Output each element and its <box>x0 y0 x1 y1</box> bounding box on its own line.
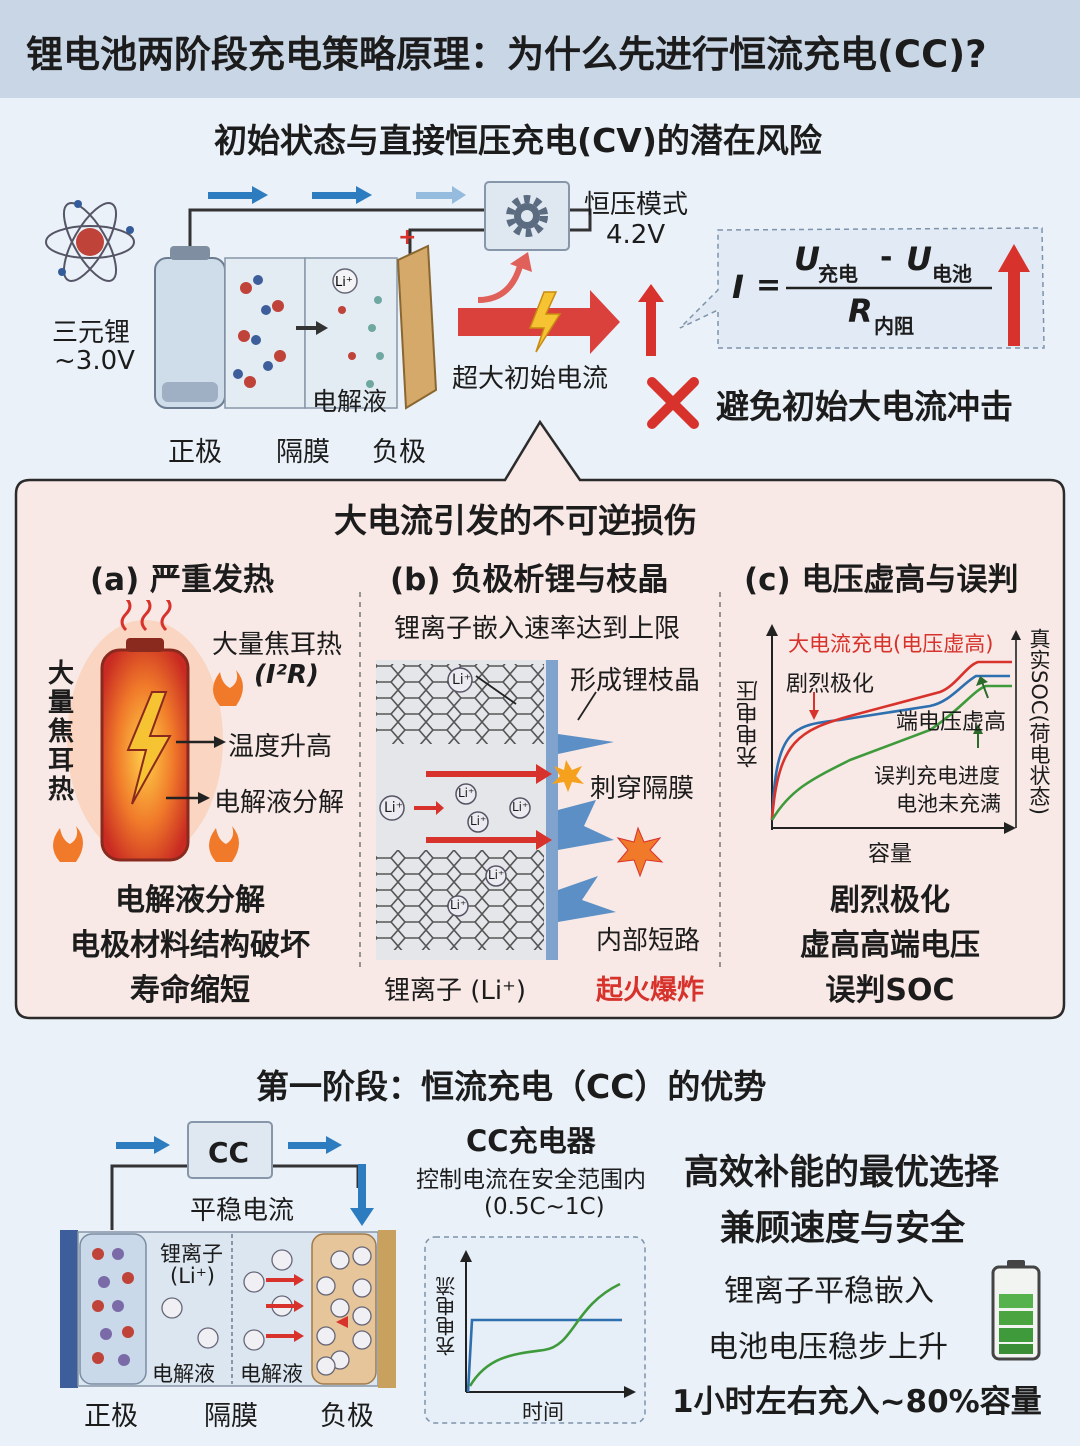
s2-negative-label: 负极 <box>320 1401 374 1432</box>
point-1: 锂离子平稳嵌入 <box>724 1274 934 1309</box>
s2-li-label: 锂离子 <box>160 1242 223 1266</box>
point-2: 电池电压稳步上升 <box>708 1330 948 1365</box>
chart-c-ylabel: 充电电压 <box>737 680 762 768</box>
best-choice-1: 高效补能的最优选择 <box>684 1153 1000 1193</box>
s2-electrolyte-right: 电解液 <box>240 1362 303 1386</box>
vertical-heat-label: 大 量 焦 耳 热 <box>47 659 74 805</box>
misjudge-1: 误判充电进度 <box>874 764 1000 788</box>
dendrite-label: 形成锂枝晶 <box>570 666 701 696</box>
short-label: 内部短路 <box>596 926 701 956</box>
graph-ylabel: 充电电流 <box>435 1276 459 1356</box>
b-ion-7: Li⁺ <box>450 898 467 912</box>
panel-b-title: (b) 负极析锂与枝晶 <box>390 562 669 598</box>
b-ion-2: Li⁺ <box>384 800 404 816</box>
cell-voltage-label: ~3.0V <box>54 346 135 376</box>
formula-r: R <box>848 292 873 330</box>
positive-label: 正极 <box>168 437 222 468</box>
b-ion-4: Li⁺ <box>512 800 529 814</box>
panel-a-graphic <box>53 600 243 862</box>
section2-illustration <box>60 1121 396 1388</box>
cc-current-graph <box>424 1236 646 1424</box>
panel-c-chart <box>766 624 1021 834</box>
panel-a-title: (a) 严重发热 <box>90 562 275 598</box>
polar-label: 剧烈极化 <box>786 672 875 697</box>
b-ion-5: Li⁺ <box>470 814 487 828</box>
joule-heat-label: 大量焦耳热 <box>212 630 343 660</box>
li-ion-caption: 锂离子 (Li⁺) <box>384 976 526 1006</box>
misjudge-2: 电池未充满 <box>896 792 1001 816</box>
graph-xlabel: 时间 <box>522 1400 564 1424</box>
best-choice-2: 兼顾速度与安全 <box>720 1209 966 1249</box>
s2-separator-label: 隔膜 <box>204 1401 258 1432</box>
steady-current-label: 平稳电流 <box>190 1196 295 1226</box>
atom-icon <box>45 200 135 282</box>
formula-minus: - <box>880 240 893 275</box>
point-3: 1小时左右充入~80%容量 <box>672 1384 1042 1420</box>
b-ion-3: Li⁺ <box>458 786 475 800</box>
s2-electrolyte-left: 电解液 <box>152 1362 215 1386</box>
s2-li-sym: (Li⁺) <box>170 1264 216 1288</box>
formula-eq: = <box>756 268 782 303</box>
cross-icon <box>647 377 699 429</box>
separator-label: 隔膜 <box>276 437 330 468</box>
negative-label: 负极 <box>372 437 426 468</box>
electrolyte-decomp-label: 电解液分解 <box>214 788 345 818</box>
title-bar <box>0 0 1080 98</box>
gear-icon <box>506 195 548 237</box>
section1-illustration: + Li⁺ <box>45 181 1045 429</box>
formula-r-sub: 内阻 <box>874 314 914 338</box>
large-current-label: 超大初始电流 <box>452 364 609 394</box>
avoid-label: 避免初始大电流冲击 <box>716 387 1013 426</box>
charger-range: (0.5C~1C) <box>484 1194 605 1220</box>
li-limit-label: 锂离子嵌入速率达到上限 <box>394 614 681 644</box>
formula-charge-sub: 充电 <box>818 262 858 286</box>
flame-icon <box>53 670 243 862</box>
formula-u2: U <box>906 240 932 278</box>
spark-icon <box>552 760 664 878</box>
charger-title: CC充电器 <box>466 1124 596 1158</box>
b-ion-6: Li⁺ <box>488 868 505 882</box>
chart-c-xlabel: 容量 <box>868 842 913 867</box>
formula-u1: U <box>794 240 820 278</box>
cv-voltage-label: 4.2V <box>606 220 666 250</box>
cv-mode-label: 恒压模式 <box>584 190 689 220</box>
section2-heading: 第一阶段：恒流充电（CC）的优势 <box>256 1067 767 1106</box>
page-title: 锂电池两阶段充电策略原理：为什么先进行恒流充电(CC)? <box>26 33 987 76</box>
b-ion-1: Li⁺ <box>452 672 472 688</box>
cc-box-label: CC <box>208 1136 250 1169</box>
curve-label: 大电流充电(电压虚高) <box>788 632 994 656</box>
svg-text:+: + <box>398 225 416 250</box>
s2-positive-label: 正极 <box>84 1401 138 1432</box>
pierce-label: 刺穿隔膜 <box>590 774 695 804</box>
li-ion-label: Li⁺ <box>335 275 353 290</box>
panel-a-summary: 电解液分解 电极材料结构破坏 寿命缩短 <box>70 883 310 1008</box>
chart-c-right-label: 真实SOC(荷电状态) <box>1027 628 1051 815</box>
charger-desc: 控制电流在安全范围内 <box>416 1167 646 1193</box>
terminal-label: 端电压虚高 <box>896 710 1007 735</box>
temp-rise-label: 温度升高 <box>228 732 333 762</box>
section1-heading: 初始状态与直接恒压充电(CV)的潜在风险 <box>214 121 822 160</box>
formula-i: I <box>732 268 744 306</box>
battery-charge-icon <box>991 1260 1041 1361</box>
cell-type-label: 三元锂 <box>52 318 131 348</box>
i2r-label: (I²R) <box>254 660 319 690</box>
panel-b-graphic <box>376 660 664 960</box>
panel-c-summary: 剧烈极化 虚高高端电压 误判SOC <box>800 883 980 1008</box>
formula-battery-sub: 电池 <box>932 262 972 286</box>
fire-label: 起火爆炸 <box>596 975 704 1006</box>
electrolyte-label: 电解液 <box>312 387 388 416</box>
heat-wave-icon <box>120 600 172 632</box>
damage-heading: 大电流引发的不可逆损伤 <box>334 501 697 540</box>
panel-c-title: (c) 电压虚高与误判 <box>744 562 1019 598</box>
